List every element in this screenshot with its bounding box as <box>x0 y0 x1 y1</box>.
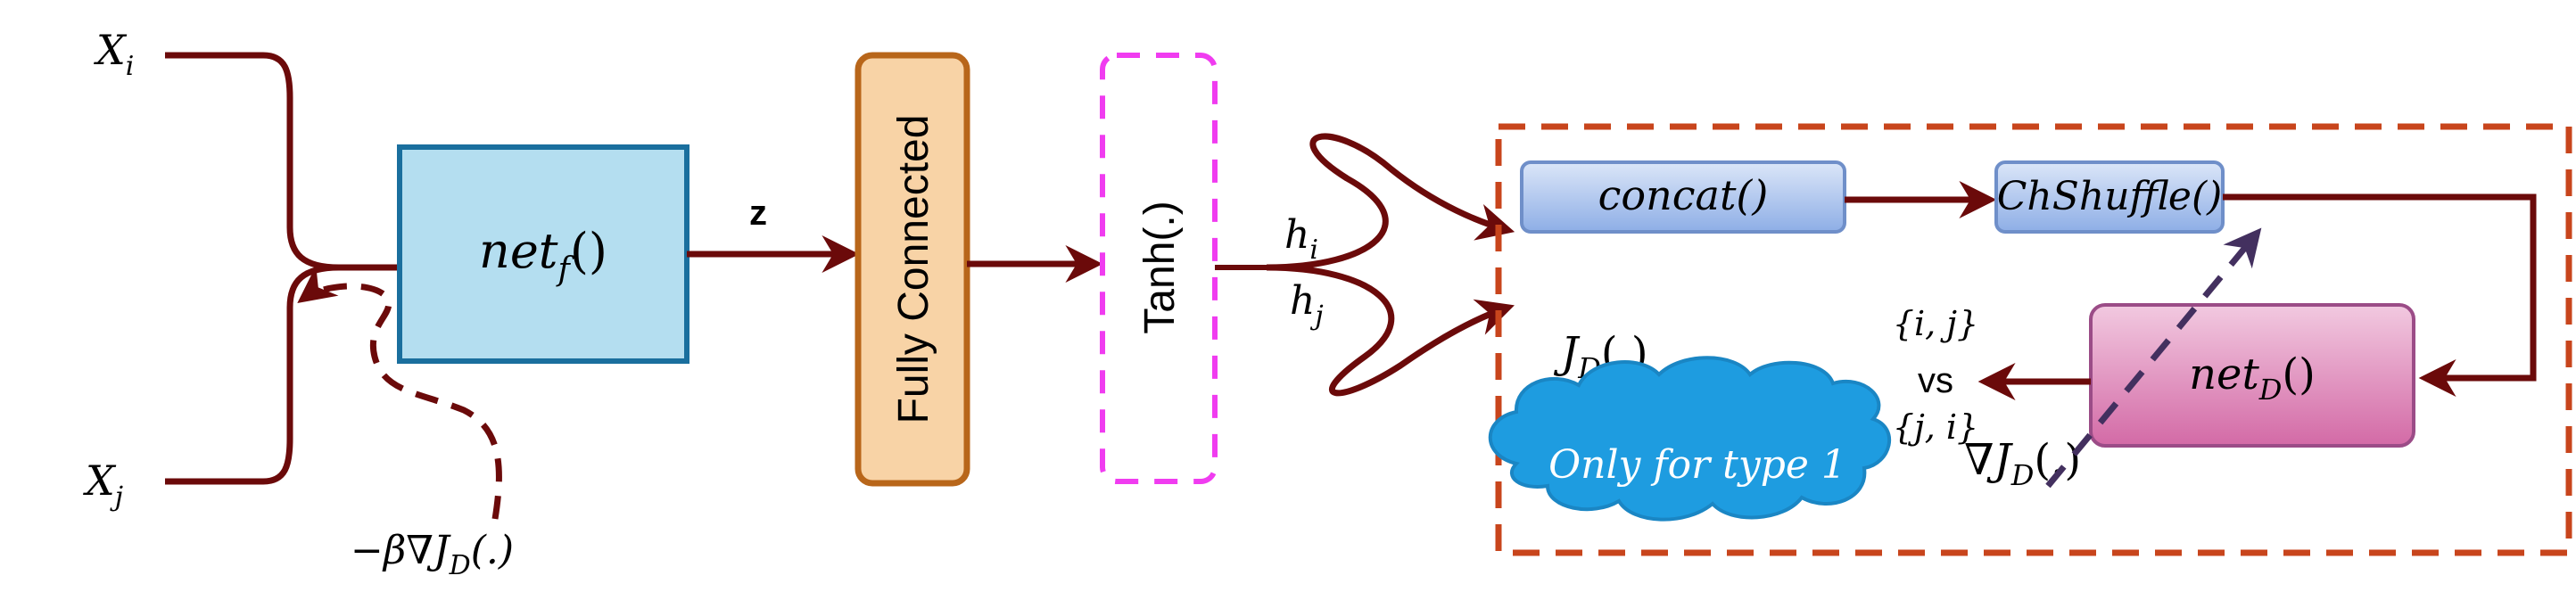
discriminator-gradient-arrow <box>2045 227 2262 489</box>
concat-label: concat() <box>1598 171 1769 219</box>
z-label: z <box>749 193 767 233</box>
hi-curve-arrow <box>1266 133 1515 271</box>
gradient-feedback-arrow <box>297 266 502 520</box>
hj-label: hj <box>1290 278 1324 332</box>
input-label-xi: Xi <box>94 26 134 82</box>
feature-network-box <box>397 144 689 364</box>
tanh-label: Tanh(.) <box>1136 201 1184 333</box>
hj-curve-arrow <box>1266 264 1515 397</box>
input-connector-xj <box>165 264 340 485</box>
discriminator-network-label: netD() <box>2189 349 2316 407</box>
chshuffle-label: ChShuffle() <box>1997 174 2223 219</box>
input-label-xj: Xj <box>83 456 123 513</box>
shuffle-to-netd-arrow <box>2223 193 2537 397</box>
pair-top-label: {i, j} <box>1893 304 1978 343</box>
feature-network-label: netf() <box>479 223 607 288</box>
gradient-label: −β∇JD(.) <box>351 528 514 581</box>
discriminator-region <box>1495 123 2572 556</box>
type1-cloud-label: Only for type 1 <box>1548 442 1846 488</box>
tanh-box <box>1100 53 1218 484</box>
pair-bottom-label: {j, i} <box>1893 407 1978 447</box>
discriminator-network-box <box>2089 303 2415 448</box>
hi-label: hi <box>1284 212 1318 266</box>
pair-vs-label: vs <box>1918 361 1953 400</box>
fully-connected-box <box>855 52 970 487</box>
grad-jd-label: ∇JD(.) <box>1964 435 2081 492</box>
type1-cloud <box>1488 356 1891 522</box>
input-connector-xi <box>165 52 340 271</box>
fully-connected-label: Fully Connected <box>890 115 937 424</box>
